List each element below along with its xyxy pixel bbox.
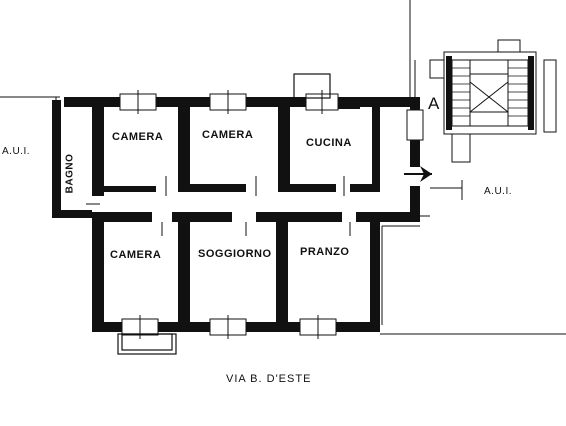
room-label-camera-bottom: CAMERA [110, 249, 162, 261]
balconies [117, 73, 331, 355]
doors [86, 176, 351, 236]
entrance-arrow-icon [404, 166, 432, 182]
stair-marker-label: A [428, 94, 440, 113]
windows [119, 93, 424, 336]
aui-left-label: A.U.I. [2, 146, 31, 157]
staircase [429, 39, 557, 163]
room-label-bagno: BAGNO [64, 153, 76, 194]
room-label-cucina: CUCINA [306, 137, 352, 149]
room-label-camera-top-mid: CAMERA [202, 129, 254, 141]
room-label-camera-top-left: CAMERA [112, 131, 164, 143]
staircase-fill [446, 56, 534, 130]
street-label: VIA B. D'ESTE [226, 373, 312, 385]
room-label-pranzo: PRANZO [300, 246, 350, 258]
aui-right-label: A.U.I. [484, 186, 513, 197]
window-ticks [137, 90, 323, 339]
room-label-soggiorno: SOGGIORNO [198, 248, 272, 260]
